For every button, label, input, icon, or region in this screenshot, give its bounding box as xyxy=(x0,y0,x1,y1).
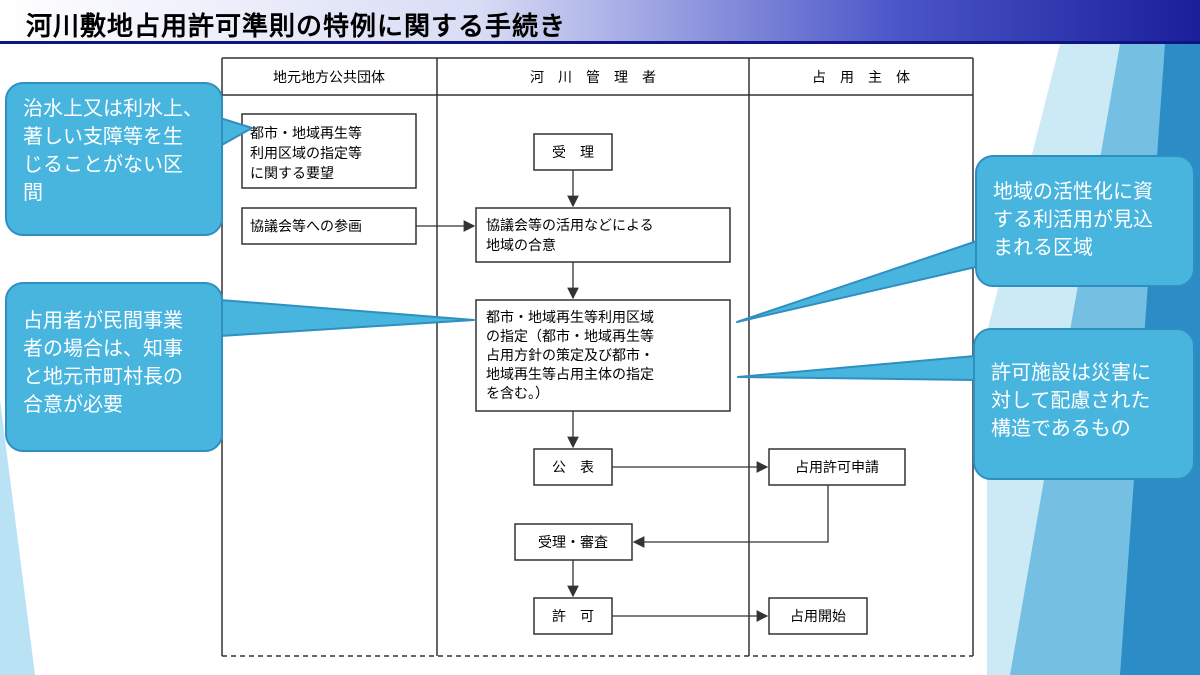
callout-right-mid-line-1: 許可施設は災害に xyxy=(991,360,1151,384)
permit-text: 許 可 xyxy=(552,609,594,625)
designation-line-2: の指定（都市・地域再生等 xyxy=(486,328,654,345)
callout-left-top-line-4: 間 xyxy=(23,180,43,204)
callout-left-mid: 占用者が民間事業 者の場合は、知事 と地元市町村長の 合意が必要 xyxy=(5,282,223,452)
designation-box xyxy=(475,299,731,412)
callout-right-top-line-3: まれる区域 xyxy=(993,235,1093,259)
callout-left-top: 治水上又は利水上、 著しい支障等を生 じることがない区 間 xyxy=(5,82,223,236)
request-line-1: 都市・地域再生等 xyxy=(250,125,362,142)
callout-left-mid-line-1: 占用者が民間事業 xyxy=(23,308,183,332)
council-join-box xyxy=(241,207,417,245)
callout-right-mid-line-2: 対して配慮された xyxy=(991,388,1151,412)
council-join-text: 協議会等への参画 xyxy=(250,218,362,235)
callout-tail-right-top xyxy=(736,239,981,323)
callout-left-mid-line-2: 者の場合は、知事 xyxy=(23,336,183,360)
designation-line-4: 地域再生等占用主体の指定 xyxy=(486,366,654,383)
title-rule xyxy=(0,41,1200,44)
designation-line-5: を含む。） xyxy=(486,386,549,402)
start-box xyxy=(768,597,868,635)
callout-tail-right-mid xyxy=(737,355,976,381)
consensus-box xyxy=(475,207,731,263)
callout-left-mid-line-3: と地元市町村長の xyxy=(23,364,183,388)
designation-line-1: 都市・地域再生等利用区域 xyxy=(486,309,654,326)
callout-left-mid-line-4: 合意が必要 xyxy=(23,392,123,416)
callout-right-top-line-1: 地域の活性化に資 xyxy=(993,179,1153,203)
callout-tail-left-top xyxy=(219,117,253,147)
designation-line-3: 占用方針の策定及び都市・ xyxy=(486,347,654,364)
announce-box xyxy=(533,448,613,486)
column-header-local-government: 地元地方公共団体 xyxy=(273,70,385,86)
announce-text: 公 表 xyxy=(552,460,594,476)
callout-right-top: 地域の活性化に資 する利活用が見込 まれる区域 xyxy=(975,155,1195,287)
request-line-3: に関する要望 xyxy=(250,166,334,182)
callout-right-mid-line-3: 構造であるもの xyxy=(991,416,1131,440)
callout-left-top-line-2: 著しい支障等を生 xyxy=(23,124,183,148)
column-header-river-administrator: 河 川 管 理 者 xyxy=(530,70,656,86)
review-box xyxy=(514,523,633,561)
review-text: 受理・審査 xyxy=(538,535,608,551)
request-line-2: 利用区域の指定等 xyxy=(250,145,362,162)
column-header-occupant: 占 用 主 体 xyxy=(812,70,910,86)
consensus-line-1: 協議会等の活用などによる xyxy=(486,217,654,234)
arrow-application-to-review xyxy=(632,485,829,548)
page-title: 河川敷地占用許可準則の特例に関する手続き xyxy=(26,12,567,42)
callout-right-top-line-2: する利活用が見込 xyxy=(993,207,1153,231)
title-bar: 河川敷地占用許可準則の特例に関する手続き xyxy=(0,0,1200,44)
callout-left-top-line-1: 治水上又は利水上、 xyxy=(23,96,203,120)
callout-right-mid: 許可施設は災害に 対して配慮された 構造であるもの xyxy=(973,328,1195,480)
application-box xyxy=(768,448,906,486)
start-text: 占用開始 xyxy=(790,609,846,625)
consensus-line-2: 地域の合意 xyxy=(486,237,556,254)
application-text: 占用許可申請 xyxy=(795,460,879,476)
callout-left-top-line-3: じることがない区 xyxy=(23,152,183,176)
accept-text: 受 理 xyxy=(552,145,594,161)
request-box xyxy=(241,113,417,189)
callout-tail-left-mid xyxy=(219,299,475,337)
